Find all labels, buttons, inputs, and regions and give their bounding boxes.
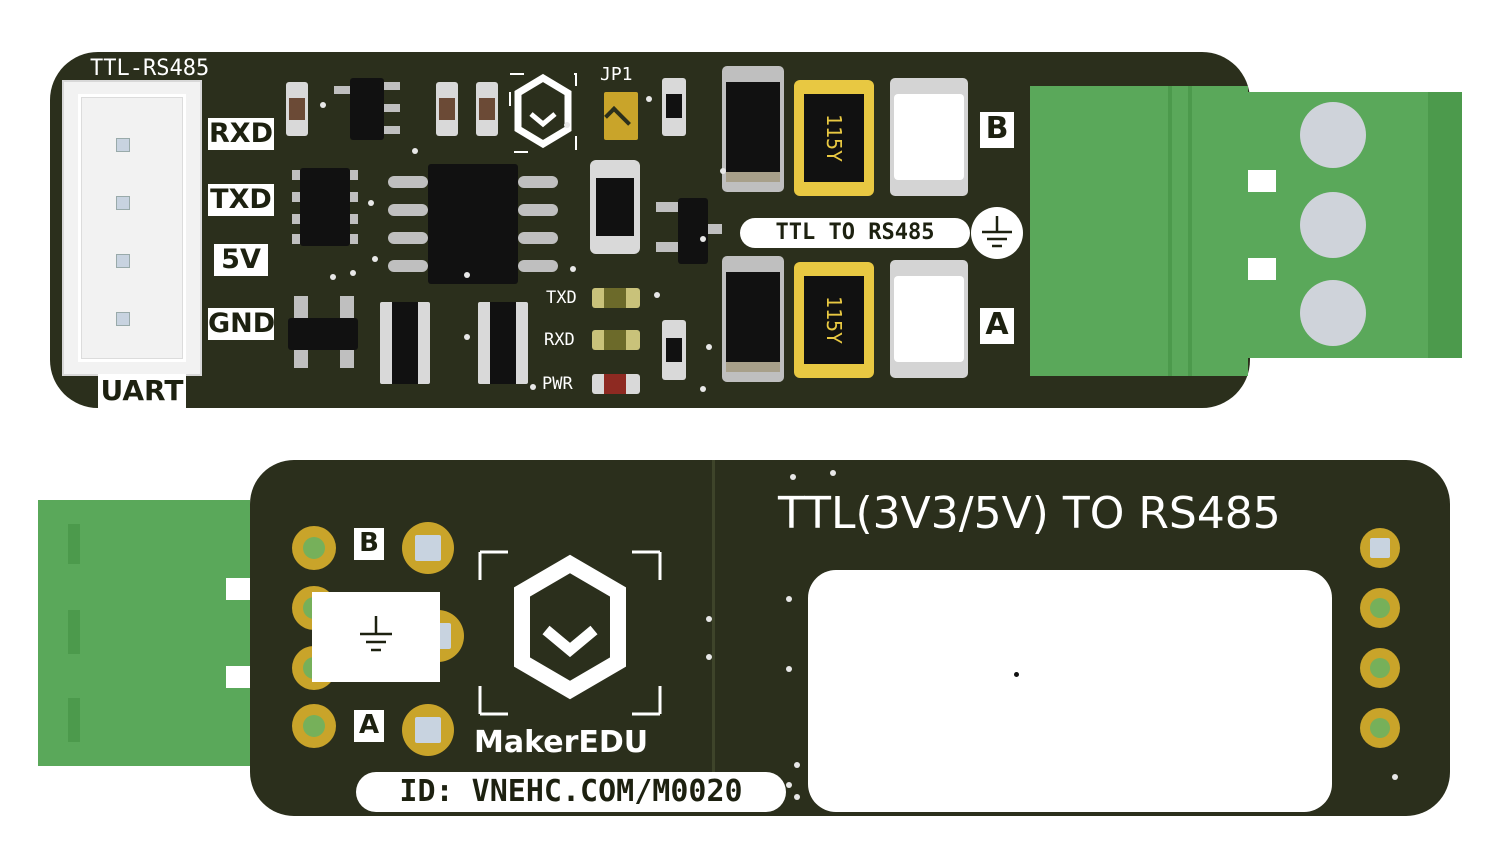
uart-pin-3 xyxy=(116,254,130,268)
pin-label-rxd: RXD xyxy=(208,118,274,150)
led-label-txd: TXD xyxy=(546,288,577,308)
brand-name: MakerEDU xyxy=(474,725,649,760)
id-label: ID: VNEHC.COM/M0020 xyxy=(356,772,786,812)
terminal-block-front xyxy=(1248,92,1462,358)
smd-component xyxy=(890,78,968,196)
capacitor xyxy=(662,78,686,136)
terminal-block xyxy=(1030,86,1248,376)
resistor xyxy=(286,82,308,136)
resistor xyxy=(436,82,458,136)
terminal-label-a: A xyxy=(980,308,1014,344)
ground-label-box xyxy=(312,592,440,682)
ttl-rs485-badge: TTL TO RS485 xyxy=(740,218,970,248)
ic-chip xyxy=(300,168,350,246)
header-pad xyxy=(1360,708,1400,748)
makeredu-logo-icon xyxy=(478,550,662,716)
ground-icon xyxy=(360,616,392,652)
ground-icon xyxy=(971,207,1023,259)
uart-pin-1 xyxy=(116,138,130,152)
fuse: 115Y xyxy=(794,80,874,196)
fuse-marking: 115Y xyxy=(822,113,846,163)
label-area xyxy=(808,570,1332,812)
led-label-rxd: RXD xyxy=(544,330,575,350)
pin-label-txd: TXD xyxy=(208,184,274,216)
led-label-pwr: PWR xyxy=(542,374,573,394)
resistor-array xyxy=(380,302,430,384)
terminal-label-a: A xyxy=(354,710,384,742)
capacitor xyxy=(662,320,686,380)
bottom-board: B A MakerEDU ID: VNEHC.COM/M0020 TTL(3V3… xyxy=(250,460,1450,816)
pin-label-gnd: GND xyxy=(208,308,276,340)
fuse: 115Y xyxy=(794,262,874,378)
terminal-label-b: B xyxy=(354,528,384,560)
transistor-chip xyxy=(678,198,708,264)
transistor-chip xyxy=(350,78,384,140)
terminal-label-b: B xyxy=(980,112,1014,148)
bottom-title: TTL(3V3/5V) TO RS485 xyxy=(778,488,1281,539)
smd-component xyxy=(890,260,968,378)
terminal-pad xyxy=(292,526,336,570)
header-pad xyxy=(1360,648,1400,688)
uart-pin-2 xyxy=(116,196,130,210)
terminal-block xyxy=(38,500,250,766)
fuse-marking: 115Y xyxy=(822,295,846,345)
terminal-pad xyxy=(292,704,336,748)
board-title: TTL-RS485 xyxy=(90,56,210,81)
pin-label-5v: 5V xyxy=(214,244,268,276)
led-rxd xyxy=(592,330,640,350)
capacitor xyxy=(590,160,640,254)
resistor-array xyxy=(478,302,528,384)
regulator-chip xyxy=(288,318,358,350)
resistor xyxy=(476,82,498,136)
jumper-label: JP1 xyxy=(600,64,633,85)
rs485-transceiver-chip xyxy=(428,164,518,284)
tvs-diode xyxy=(722,256,784,382)
header-pad xyxy=(1360,528,1400,568)
uart-pin-4 xyxy=(116,312,130,326)
terminal-pad xyxy=(402,522,454,574)
tvs-diode xyxy=(722,66,784,192)
jumper-pad xyxy=(604,92,638,140)
makeredu-logo-icon xyxy=(509,73,577,153)
uart-label: UART xyxy=(98,374,186,408)
led-pwr xyxy=(592,374,640,394)
header-pad xyxy=(1360,588,1400,628)
terminal-pad xyxy=(402,704,454,756)
uart-connector xyxy=(62,80,202,376)
led-txd xyxy=(592,288,640,308)
